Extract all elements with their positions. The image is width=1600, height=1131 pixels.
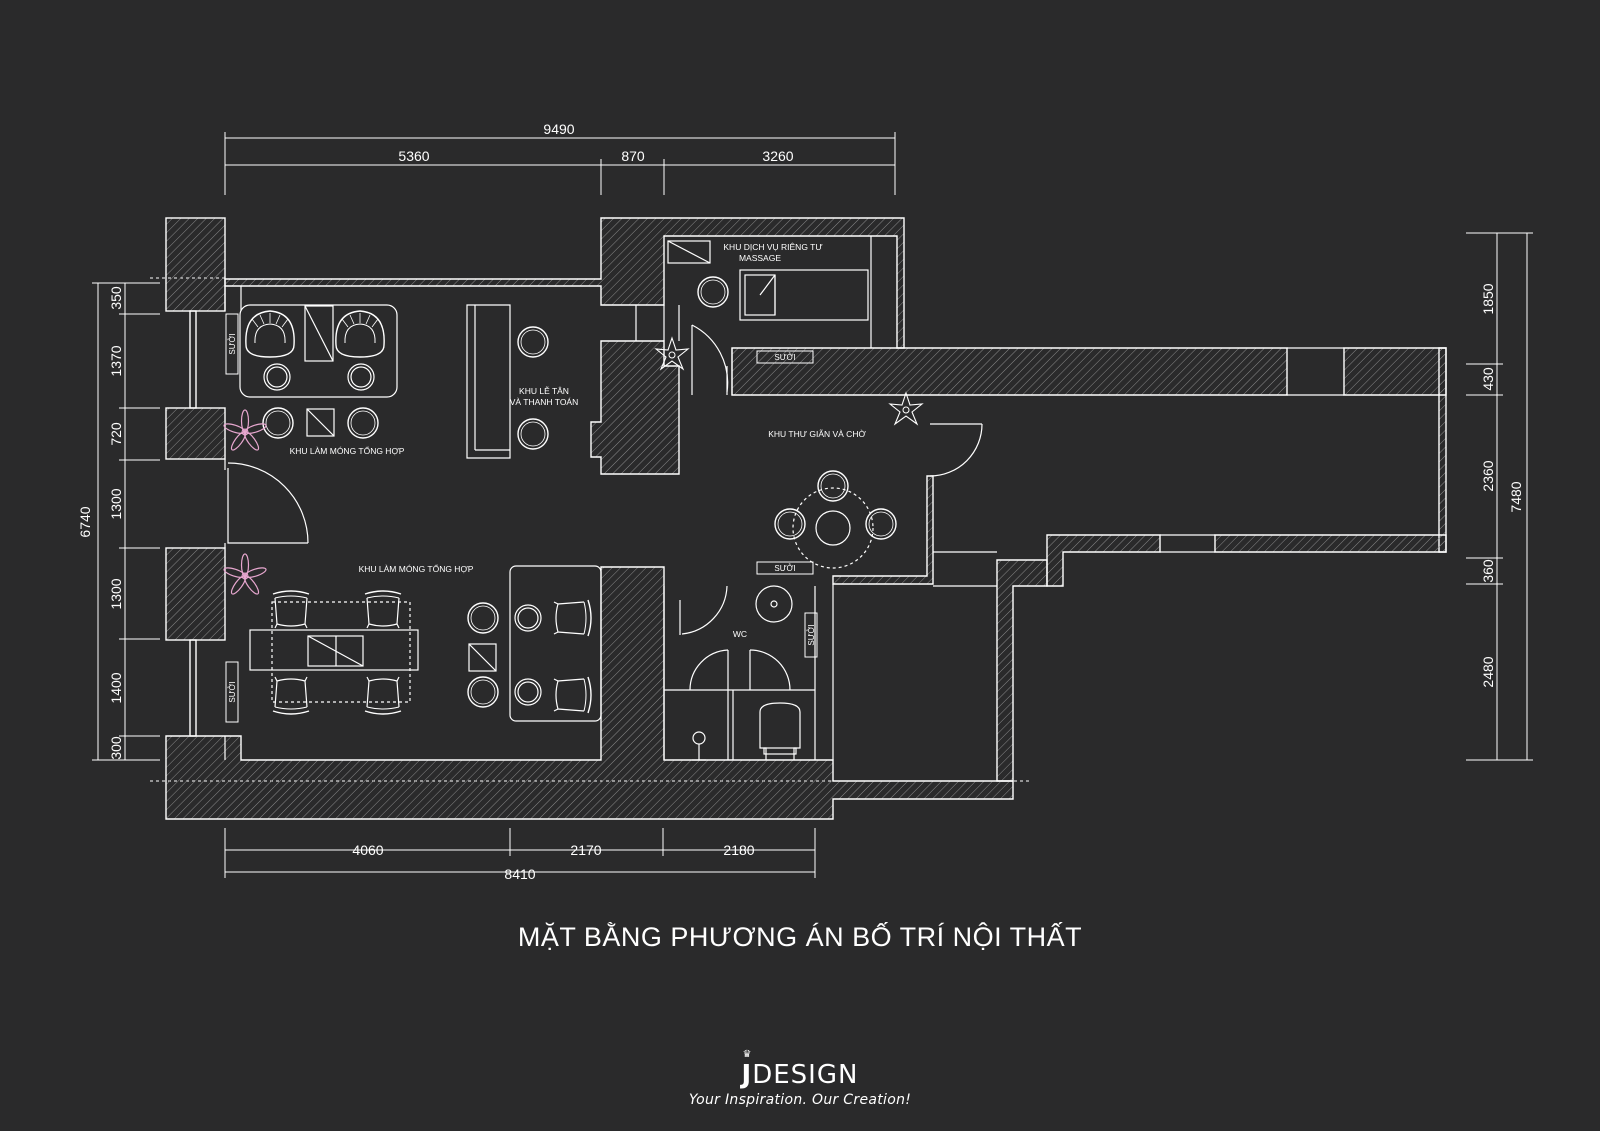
nail-table xyxy=(249,629,419,671)
dim-left-1: 350 xyxy=(108,286,124,310)
dim-left-6: 1400 xyxy=(108,672,124,703)
dim-bottom-2: 2170 xyxy=(570,842,601,858)
doors xyxy=(227,324,983,691)
heater-label: SƯỞI xyxy=(774,564,795,573)
walls xyxy=(165,217,1447,820)
heater-label: SƯỞI xyxy=(807,624,816,645)
dim-top-2: 870 xyxy=(621,148,645,164)
dim-right-total: 7480 xyxy=(1508,481,1524,512)
dim-right-4: 360 xyxy=(1480,559,1496,583)
dim-bottom-1: 4060 xyxy=(352,842,383,858)
nail-area-bottom-label: KHU LÀM MÓNG TỔNG HỢP xyxy=(359,563,474,574)
room-labels: KHU DỊCH VỤ RIÊNG TƯ MASSAGE KHU LỄ TÂN … xyxy=(290,242,867,639)
dim-top-total: 9490 xyxy=(543,121,574,137)
dim-left-3: 720 xyxy=(108,422,124,446)
dim-top-3: 3260 xyxy=(762,148,793,164)
dim-left-4: 1300 xyxy=(108,488,124,519)
dim-right-5: 2480 xyxy=(1480,656,1496,687)
reception-label-2: VÀ THANH TOÁN xyxy=(510,397,579,407)
massage-bed xyxy=(739,269,869,321)
dim-left-total: 6740 xyxy=(77,506,93,537)
logo-word: DESIGN xyxy=(752,1060,859,1090)
wc-sink xyxy=(755,585,793,623)
heater-label: SƯỞI xyxy=(228,333,237,354)
relax-area-label: KHU THƯ GIÃN VÀ CHỜ xyxy=(768,429,866,439)
wc-label: WC xyxy=(733,629,747,639)
side-table xyxy=(304,305,334,362)
lounge-platform xyxy=(239,304,398,398)
heater-label: SƯỞI xyxy=(774,353,795,362)
dim-bottom-total: 8410 xyxy=(504,866,535,882)
heaters xyxy=(225,313,818,723)
dim-right-1: 1850 xyxy=(1480,283,1496,314)
crown-icon: ♛ xyxy=(742,1049,753,1060)
dim-left-7: 300 xyxy=(108,736,124,760)
dim-right-3: 2360 xyxy=(1480,460,1496,491)
brand-logo: ♛JDESIGN Your Inspiration. Our Creation! xyxy=(0,1049,1600,1108)
private-service-label-2: MASSAGE xyxy=(739,253,781,263)
logo-tagline: Your Inspiration. Our Creation! xyxy=(688,1092,912,1108)
partitions xyxy=(224,236,1344,760)
reception-label: KHU LỄ TÂN xyxy=(519,385,569,396)
dim-bottom-3: 2180 xyxy=(723,842,754,858)
furniture xyxy=(239,240,897,761)
dim-left-5: 1300 xyxy=(108,578,124,609)
logo-wordmark: ♛JDESIGN xyxy=(741,1049,859,1090)
dim-right-2: 430 xyxy=(1480,367,1496,391)
private-service-label: KHU DỊCH VỤ RIÊNG TƯ xyxy=(723,242,822,252)
page-title: MẶT BẰNG PHƯƠNG ÁN BỐ TRÍ NỘI THẤT xyxy=(517,922,1083,952)
dim-left-2: 1370 xyxy=(108,345,124,376)
dim-top-1: 5360 xyxy=(398,148,429,164)
heater-label: SƯỞI xyxy=(228,681,237,702)
nail-area-top-label: KHU LÀM MÓNG TỔNG HỢP xyxy=(290,445,405,456)
dimension-labels: 9490 5360 870 3260 4060 2170 2180 8410 6… xyxy=(77,121,1524,882)
round-table xyxy=(815,510,851,546)
heater-labels: SƯỞI SƯỞI SƯỞI SƯỞI SƯỞI xyxy=(228,333,816,702)
logo-letter: ♛J xyxy=(741,1049,753,1090)
dimension-lines xyxy=(92,132,1533,878)
